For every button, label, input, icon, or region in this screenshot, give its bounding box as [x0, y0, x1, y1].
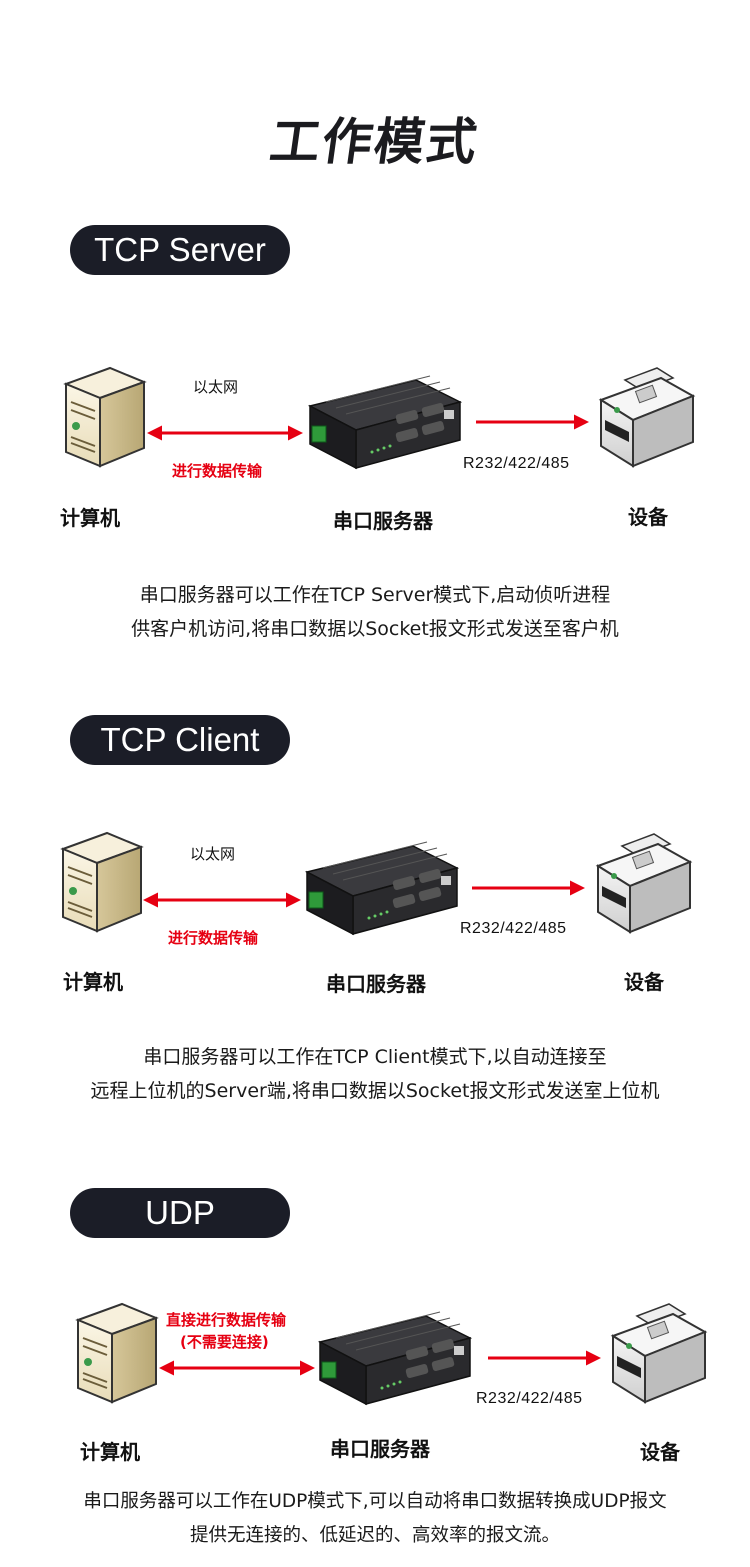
computer-label: 计算机 — [63, 970, 123, 994]
link-label-bottom: 进行数据传输 — [168, 929, 259, 947]
description-line-2: 供客户机访问,将串口数据以Socket报文形式发送至客户机 — [131, 618, 619, 640]
serial-server-label: 串口服务器 — [330, 1437, 430, 1461]
mode-description: 串口服务器可以工作在UDP模式下,可以自动将串口数据转换成UDP报文 提供无连接… — [0, 1485, 750, 1553]
serial-server-icon — [304, 841, 460, 936]
description-line-1: 串口服务器可以工作在UDP模式下,可以自动将串口数据转换成UDP报文 — [83, 1491, 667, 1512]
link-label-top: 直接进行数据传输 — [166, 1311, 287, 1329]
link-label-top: 以太网 — [190, 845, 236, 863]
mode-description: 串口服务器可以工作在TCP Server模式下,启动侦听进程 供客户机访问,将串… — [0, 578, 750, 646]
computer-label: 计算机 — [60, 506, 120, 530]
computer-icon — [63, 366, 147, 468]
serial-server-icon — [317, 1311, 473, 1406]
device-label: 设备 — [624, 970, 664, 994]
serial-server-label: 串口服务器 — [326, 972, 426, 996]
mode-badge-tcp-client: TCP Client — [70, 715, 290, 765]
device-label: 设备 — [628, 505, 668, 529]
device-label: 设备 — [640, 1440, 680, 1464]
serial-protocol-label: R232/422/485 — [476, 1390, 583, 1407]
mode-badge-tcp-server: TCP Server — [70, 225, 290, 275]
mode-description: 串口服务器可以工作在TCP Client模式下,以自动连接至 远程上位机的Ser… — [0, 1040, 750, 1108]
description-line-2: 提供无连接的、低延迟的、高效率的报文流。 — [189, 1525, 560, 1546]
serial-protocol-label: R232/422/485 — [463, 455, 570, 472]
link-label-top-note: (不需要连接) — [180, 1333, 269, 1351]
mode-badge-udp: UDP — [70, 1188, 290, 1238]
computer-icon — [60, 831, 144, 933]
description-line-1: 串口服务器可以工作在TCP Client模式下,以自动连接至 — [143, 1046, 607, 1068]
serial-server-label: 串口服务器 — [333, 509, 433, 533]
computer-icon — [75, 1302, 159, 1404]
link-label-bottom: 进行数据传输 — [172, 462, 263, 480]
link-label-top: 以太网 — [193, 378, 239, 396]
description-line-2: 远程上位机的Server端,将串口数据以Socket报文形式发送室上位机 — [90, 1080, 660, 1102]
serial-protocol-label: R232/422/485 — [460, 920, 567, 937]
printer-device-icon — [595, 833, 693, 934]
description-line-1: 串口服务器可以工作在TCP Server模式下,启动侦听进程 — [139, 584, 611, 606]
printer-device-icon — [598, 367, 696, 468]
serial-server-icon — [307, 375, 463, 470]
printer-device-icon — [610, 1303, 708, 1404]
computer-label: 计算机 — [80, 1440, 140, 1464]
